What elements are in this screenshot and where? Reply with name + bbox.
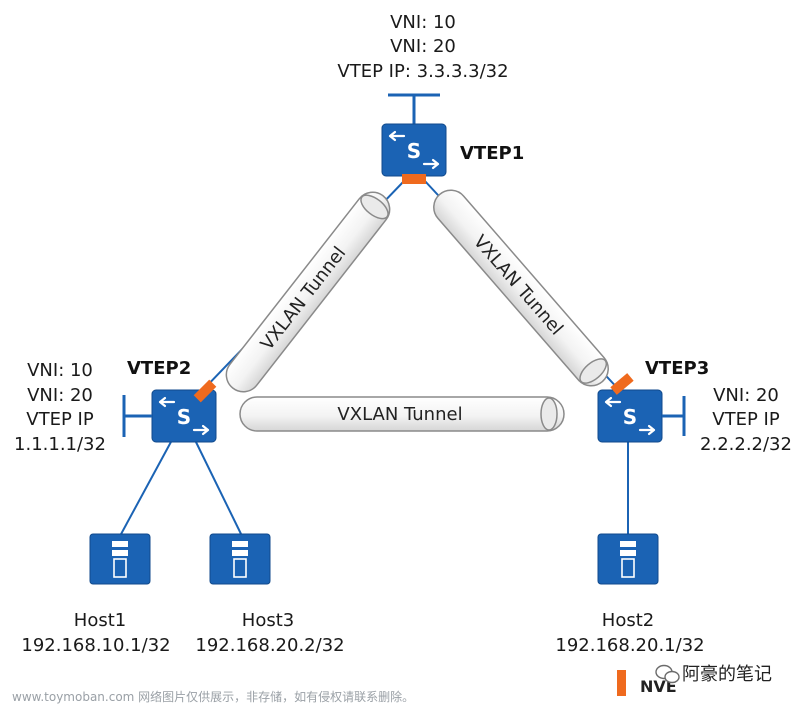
vtep2-info-line-4: 1.1.1.1/32 <box>14 434 106 455</box>
vtep2-switch: S <box>151 389 217 443</box>
host3-ip: 192.168.20.2/32 <box>195 635 344 656</box>
tunnel-right: VXLAN Tunnel <box>433 189 609 387</box>
tunnel-left-label: VXLAN Tunnel <box>257 243 351 355</box>
tunnel-left: VXLAN Tunnel <box>225 191 391 393</box>
host3-server-icon <box>209 533 271 585</box>
vtep3-ip-marker <box>662 396 686 436</box>
host2-ip: 192.168.20.1/32 <box>555 635 704 656</box>
vtep1-switch: S <box>381 123 447 177</box>
vtep3-name: VTEP3 <box>645 358 709 379</box>
vtep1-name: VTEP1 <box>460 143 524 164</box>
host2-server-icon <box>597 533 659 585</box>
vtep3-info: VNI: 20 VTEP IP 2.2.2.2/32 <box>700 385 792 455</box>
brand-mark: 阿豪的笔记 <box>655 664 772 685</box>
vtep1-info-line-3: VTEP IP: 3.3.3.3/32 <box>337 61 508 82</box>
vtep1-info-line-2: VNI: 20 <box>390 36 456 57</box>
host1-name: Host1 <box>74 610 126 631</box>
link-vtep2-host3 <box>194 439 243 537</box>
host3-name: Host3 <box>242 610 294 631</box>
host2-label: Host2 192.168.20.1/32 <box>555 610 704 656</box>
host1-ip: 192.168.10.1/32 <box>21 635 170 656</box>
vtep3-info-line-2: VTEP IP <box>712 409 780 430</box>
tunnel-right-label: VXLAN Tunnel <box>469 231 567 339</box>
vtep1-info-line-1: VNI: 10 <box>390 12 456 33</box>
vtep3-switch: S <box>597 389 663 443</box>
vtep3-info-line-3: 2.2.2.2/32 <box>700 434 792 455</box>
vtep1-nve-marker <box>402 174 426 184</box>
vtep2-switch-glyph: S <box>177 405 191 429</box>
wechat-icon <box>655 664 680 684</box>
vtep3-nve-marker <box>610 373 634 395</box>
watermark-text: www.toymoban.com 网络图片仅供展示，非存储，如有侵权请联系删除。 <box>12 689 414 704</box>
vtep2-nve-marker <box>193 379 217 403</box>
vtep1-ip-marker <box>388 93 440 124</box>
brand-name: 阿豪的笔记 <box>682 664 772 685</box>
legend-nve-swatch <box>617 670 626 696</box>
tunnel-bottom: VXLAN Tunnel <box>239 396 565 432</box>
vtep2-ip-marker <box>122 395 152 437</box>
host3-label: Host3 192.168.20.2/32 <box>195 610 344 656</box>
vtep2-name: VTEP2 <box>127 358 191 379</box>
vtep3-switch-glyph: S <box>623 405 637 429</box>
vtep2-info-line-3: VTEP IP <box>26 409 94 430</box>
vtep2-info-line-1: VNI: 10 <box>27 360 93 381</box>
vtep1-switch-glyph: S <box>407 139 421 163</box>
tunnel-bottom-label: VXLAN Tunnel <box>337 404 462 425</box>
link-vtep2-host1 <box>119 439 173 537</box>
host1-label: Host1 192.168.10.1/32 <box>21 610 170 656</box>
host2-name: Host2 <box>602 610 654 631</box>
vtep1-info: VNI: 10 VNI: 20 VTEP IP: 3.3.3.3/32 <box>337 12 508 82</box>
host1-server-icon <box>89 533 151 585</box>
vtep2-info: VNI: 10 VNI: 20 VTEP IP 1.1.1.1/32 <box>14 360 106 455</box>
vtep2-info-line-2: VNI: 20 <box>27 385 93 406</box>
vtep3-info-line-1: VNI: 20 <box>713 385 779 406</box>
